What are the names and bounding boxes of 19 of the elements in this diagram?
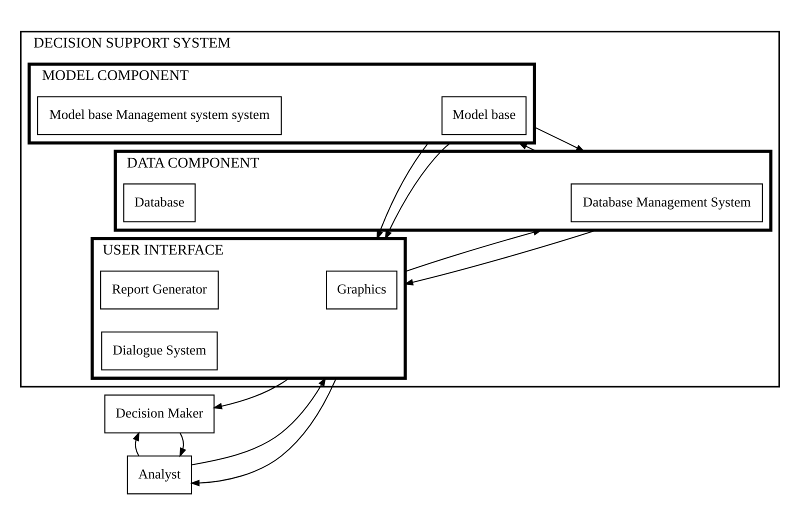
arrow (404, 229, 597, 285)
arrow (405, 228, 543, 272)
arrow (384, 142, 451, 240)
arrow (212, 377, 290, 409)
node-box: Model base Management system system (37, 96, 282, 135)
node-box: Dialogue System (101, 331, 218, 370)
node-box: Analyst (126, 454, 192, 494)
node-box: Database Management System (570, 182, 763, 222)
node-box: Database (123, 182, 196, 222)
arrow (132, 430, 140, 456)
node-box: Report Generator (100, 270, 219, 309)
arrow (518, 142, 537, 152)
arrow (376, 142, 429, 240)
arrow (190, 378, 337, 486)
node-box: Decision Maker (104, 394, 215, 433)
arrow (534, 126, 586, 152)
node-box: Graphics (326, 270, 398, 309)
node-box: Model base (442, 96, 527, 135)
arrow (180, 432, 186, 457)
